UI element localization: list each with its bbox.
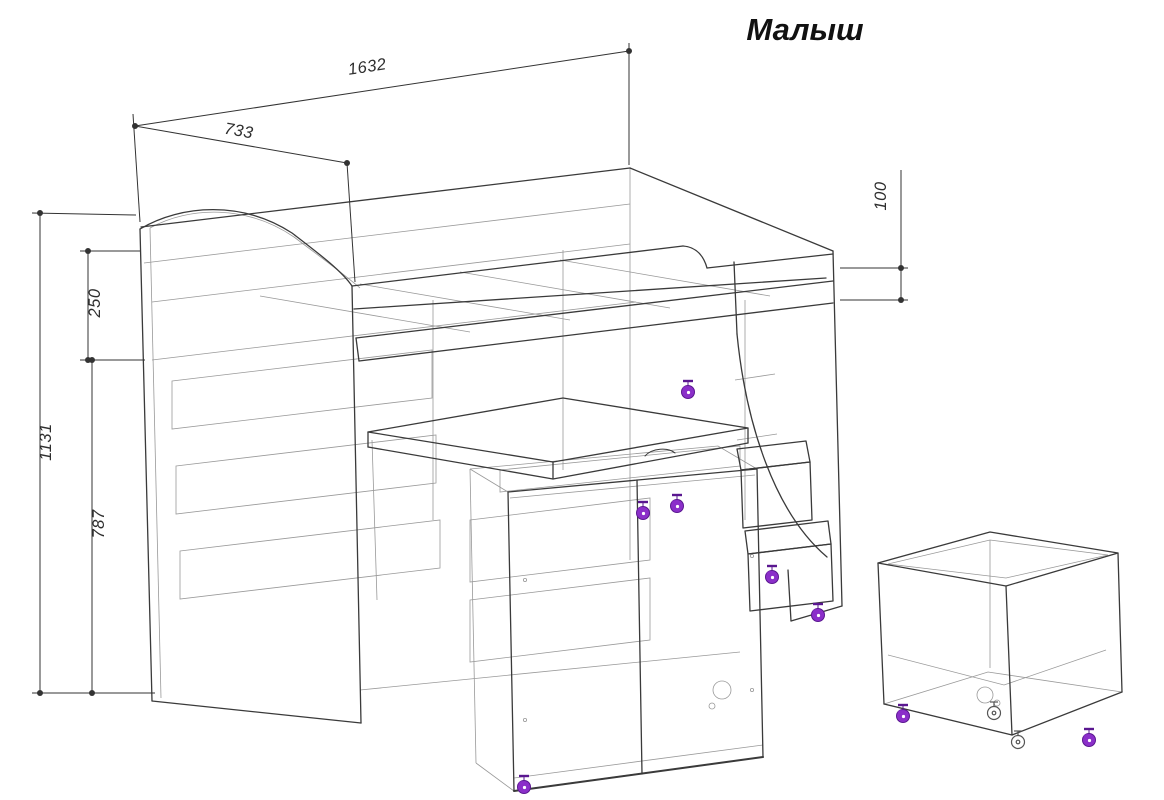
storage-cube-wireframe [877, 531, 1123, 736]
highlighted-casters [517, 379, 1096, 794]
caster-icon [681, 379, 695, 399]
dimension-label-upper-section: 250 [86, 288, 104, 318]
dimension-labels: 1632 733 100 250 1131 787 [37, 55, 890, 538]
dimension-label-total-height: 1131 [37, 423, 55, 460]
dimension-label-rail-height: 100 [872, 181, 890, 210]
bed-wireframe [139, 167, 843, 792]
caster-icon [1082, 727, 1096, 747]
caster-icon [896, 703, 910, 723]
caster-icon [517, 774, 531, 794]
caster-icon [986, 701, 1002, 721]
plain-casters [986, 701, 1026, 750]
dimension-dots [37, 48, 904, 696]
caster-icon [1010, 730, 1026, 750]
caster-icon [811, 602, 825, 622]
dimension-label-depth: 733 [223, 120, 255, 143]
page-title: Малыш [746, 12, 864, 47]
caster-icon [765, 564, 779, 584]
hidden-lines [143, 168, 1123, 792]
caster-icon [636, 500, 650, 520]
dimension-label-lower-section: 787 [90, 509, 108, 538]
dimension-label-width: 1632 [347, 55, 388, 79]
dimension-lines [31, 43, 908, 694]
caster-icon [670, 493, 684, 513]
